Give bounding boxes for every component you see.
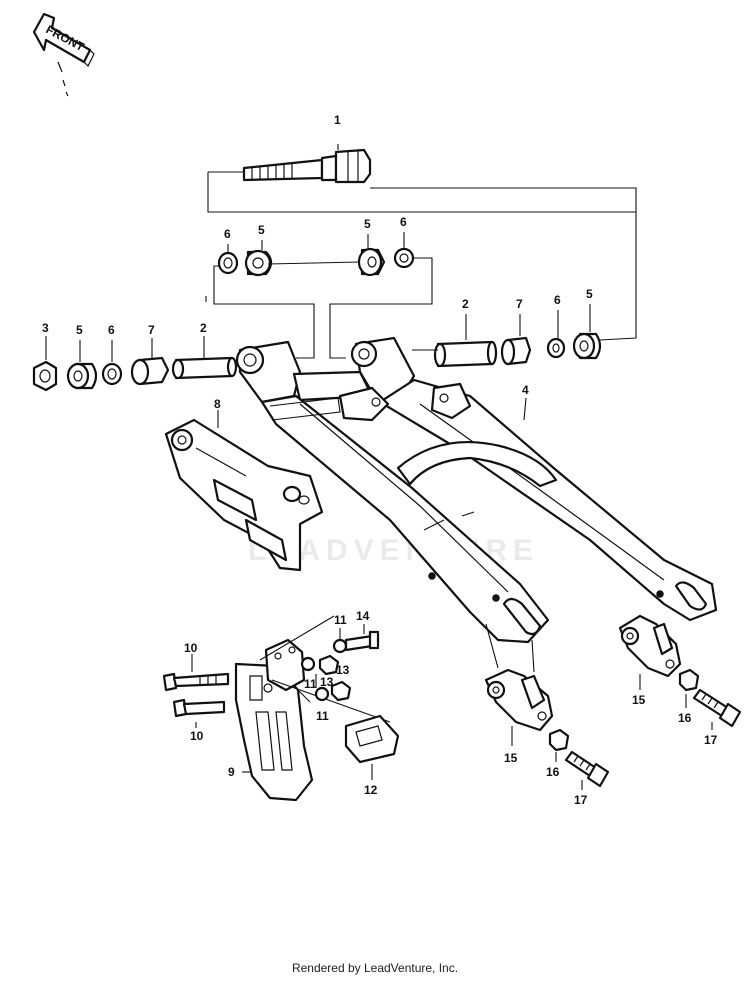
callout-6-upper-left: 6 — [224, 227, 231, 241]
front-arrow-icon: FRONT — [32, 12, 95, 97]
part-1-pivot-bolt — [242, 148, 372, 184]
callout-11-bottom: 11 — [316, 709, 329, 723]
part-13-nut-b — [330, 680, 352, 702]
callout-6-left: 6 — [108, 323, 115, 337]
part-7-sleeve-left — [130, 356, 170, 386]
callout-17-center: 17 — [574, 793, 588, 807]
callout-5-upper-right: 5 — [364, 217, 371, 231]
part-2-collar-right — [433, 340, 498, 368]
callout-3: 3 — [42, 321, 49, 335]
part-10-bolt-lower — [172, 698, 226, 718]
part-6-washer-upper-left — [217, 251, 239, 275]
part-15-chain-adjuster-right — [618, 614, 682, 678]
callout-15-right: 15 — [632, 693, 646, 707]
callout-10-upper: 10 — [184, 641, 198, 655]
callout-13-upper: 13 — [336, 663, 350, 677]
part-5-bushing-left — [66, 362, 98, 390]
part-7-sleeve-right — [500, 336, 532, 366]
callout-17-right: 17 — [704, 733, 718, 747]
callout-8: 8 — [214, 397, 221, 411]
callout-11-top: 11 — [334, 613, 347, 627]
part-6-washer-left — [101, 362, 123, 386]
callout-16-center: 16 — [546, 765, 560, 779]
part-5-bushing-upper-left — [244, 249, 273, 277]
callout-4: 4 — [522, 383, 529, 397]
part-4-swingarm — [235, 336, 718, 644]
part-9-bracket — [259, 615, 391, 723]
callout-2-left: 2 — [200, 321, 207, 335]
part-5-bushing-right — [572, 332, 602, 360]
footer-credit: Rendered by LeadVenture, Inc. — [291, 961, 459, 975]
part-10-bolt-upper — [162, 672, 230, 692]
part-16-nut-center — [548, 728, 570, 752]
part-3-nut — [32, 360, 58, 392]
callout-7-right: 7 — [516, 297, 523, 311]
callout-5-right: 5 — [586, 287, 593, 301]
part-11-washer-b — [300, 656, 316, 672]
part-17-bolt-right — [692, 688, 742, 728]
part-15-chain-adjuster-center — [484, 668, 554, 732]
part-12-plate — [344, 714, 400, 764]
callout-15-center: 15 — [504, 751, 518, 765]
callout-9: 9 — [228, 765, 235, 779]
part-6-washer-upper-right — [393, 247, 415, 269]
callout-11-mid: 11 — [304, 677, 317, 691]
callout-1: 1 — [334, 113, 341, 127]
callout-10-lower: 10 — [190, 729, 204, 743]
part-16-nut-right — [678, 668, 700, 692]
callout-5-upper-left: 5 — [258, 223, 265, 237]
callout-6-upper-right: 6 — [400, 215, 407, 229]
callout-13-lower: 13 — [320, 675, 334, 689]
callout-12: 12 — [364, 783, 378, 797]
part-11-washer-c — [314, 686, 330, 702]
part-17-bolt-center — [564, 750, 610, 788]
part-11-washer-a — [332, 638, 348, 654]
part-6-washer-right — [546, 337, 566, 359]
part-13-nut-a — [318, 654, 340, 676]
part-2-collar-left — [171, 356, 238, 380]
callout-16-right: 16 — [678, 711, 692, 725]
callout-2-right: 2 — [462, 297, 469, 311]
callout-6-right: 6 — [554, 293, 561, 307]
part-14-bolt — [344, 630, 380, 652]
callout-14: 14 — [356, 609, 370, 623]
callout-5-left: 5 — [76, 323, 83, 337]
part-5-bushing-upper-right — [357, 247, 386, 277]
callout-7-left: 7 — [148, 323, 155, 337]
part-8-chain-guard — [164, 418, 324, 572]
